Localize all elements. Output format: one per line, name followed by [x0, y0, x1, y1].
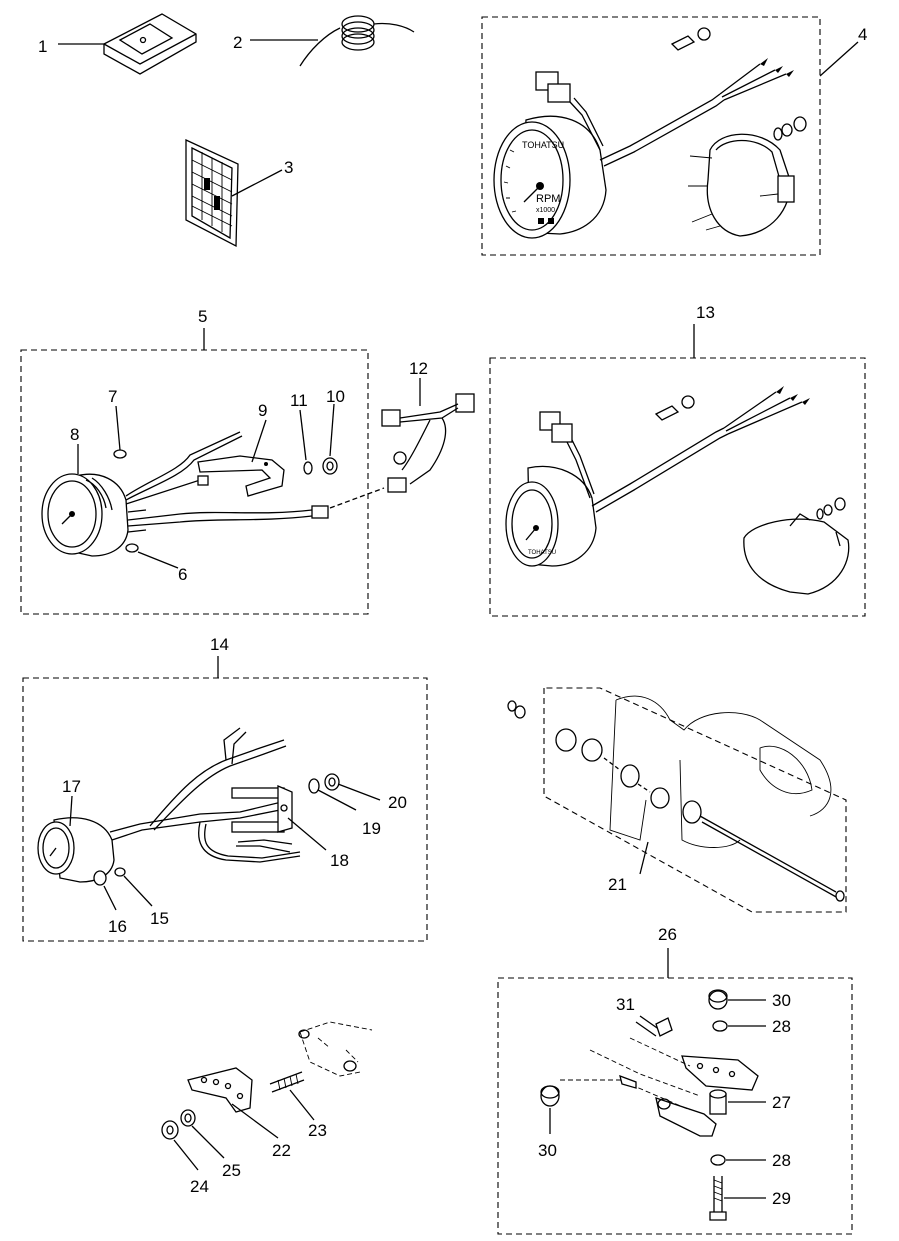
gauge-14 — [37, 727, 301, 883]
callout-2: 2 — [233, 33, 242, 52]
callout-10: 10 — [326, 387, 345, 406]
tachometer-small: TOHATSU — [505, 386, 850, 595]
leader-18 — [287, 817, 327, 851]
callout-14: 14 — [210, 635, 229, 654]
callout-13: 13 — [696, 303, 715, 322]
callout-12: 12 — [409, 359, 428, 378]
part-31-bolt — [635, 1015, 673, 1037]
part-29-bolt — [709, 1176, 766, 1221]
callout-30b: 30 — [538, 1141, 557, 1160]
part-30-nut-top — [708, 989, 766, 1010]
callout-15: 15 — [150, 909, 169, 928]
part-14-gauge-kit-box — [22, 656, 428, 942]
tach-scale-text: x1000 — [536, 207, 555, 214]
callout-22: 22 — [272, 1141, 291, 1160]
callout-1: 1 — [38, 37, 47, 56]
part-30-nut-bottom — [540, 1085, 560, 1134]
link-arm-assembly — [560, 1037, 759, 1137]
part-2-coiled-wire — [250, 15, 415, 67]
tach-small-brand-text: TOHATSU — [528, 550, 556, 556]
part-16-cap — [93, 870, 117, 911]
callout-8: 8 — [70, 425, 79, 444]
callout-5: 5 — [198, 307, 207, 326]
callout-24: 24 — [190, 1177, 209, 1196]
part-1-pouch — [58, 13, 197, 75]
part-19-washer — [308, 778, 357, 811]
callout-25: 25 — [222, 1161, 241, 1180]
callout-30a: 30 — [772, 991, 791, 1010]
callout-18: 18 — [330, 851, 349, 870]
callout-9: 9 — [258, 401, 267, 420]
part-21-mount-assembly — [507, 687, 847, 913]
callout-29: 29 — [772, 1189, 791, 1208]
callout-3: 3 — [284, 158, 293, 177]
callout-11: 11 — [290, 391, 308, 410]
part-11-washer — [299, 409, 313, 475]
part-24-nut — [161, 1120, 199, 1171]
callout-23: 23 — [308, 1121, 327, 1140]
part-3-decal-sheet — [185, 138, 283, 248]
part-7-bulb — [113, 405, 127, 459]
part-15-bulb — [114, 867, 153, 907]
callout-17: 17 — [62, 777, 81, 796]
part-17-label-leader — [69, 795, 73, 827]
callout-27: 27 — [772, 1093, 791, 1112]
part-12-harness — [329, 378, 475, 509]
callout-7: 7 — [108, 387, 117, 406]
tachometer-large: TOHATSU RPM x1000 — [493, 27, 807, 239]
callout-26: 26 — [658, 925, 677, 944]
part-9-bracket — [197, 419, 285, 497]
part-22-bracket — [187, 1067, 279, 1139]
part-28-washer-top — [712, 1020, 766, 1032]
part-27-spacer — [709, 1089, 766, 1115]
part-25-washer — [180, 1109, 225, 1159]
part-5-gauge-kit-box — [20, 328, 369, 615]
callout-20: 20 — [388, 793, 407, 812]
part-26-link-kit-box — [497, 948, 853, 1235]
part-13-tachometer-kit-box — [489, 324, 866, 617]
part-20-nut — [324, 773, 381, 801]
gauge-5 — [41, 431, 329, 557]
part-23-stud — [269, 1021, 373, 1121]
tach-brand-text: TOHATSU — [522, 140, 564, 150]
part-6-bulb — [125, 543, 179, 569]
callout-28a: 28 — [772, 1017, 791, 1036]
callout-31: 31 — [616, 995, 635, 1014]
part-4-tachometer-kit-box — [481, 16, 859, 256]
callout-19: 19 — [362, 819, 381, 838]
callout-16: 16 — [108, 917, 127, 936]
part-28-washer-bottom — [710, 1154, 766, 1166]
callout-4: 4 — [858, 25, 867, 44]
callout-28b: 28 — [772, 1151, 791, 1170]
tach-rpm-text: RPM — [536, 193, 560, 205]
callout-6: 6 — [178, 565, 187, 584]
part-10-nut — [322, 403, 338, 475]
callout-21: 21 — [608, 875, 627, 894]
